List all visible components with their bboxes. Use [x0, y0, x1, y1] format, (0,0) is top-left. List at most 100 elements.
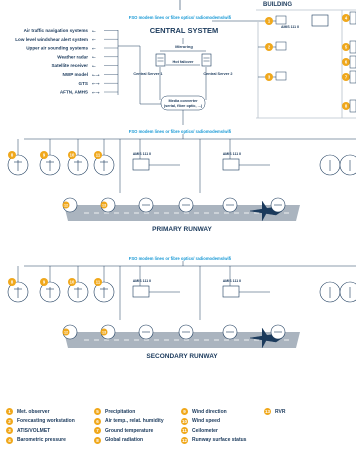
external-system-arrow: ← [92, 47, 96, 52]
legend-number-badge: 4 [6, 436, 13, 444]
legend-label: Forecasting workstation [17, 418, 75, 424]
legend-label: ATIS/VOLMET [17, 427, 51, 434]
legend-label: Ceilometer [192, 427, 218, 434]
legend-item: 6 Air temp., relat. humidity [94, 417, 164, 426]
instrument-badge-7: 7 [342, 73, 350, 81]
server-2-icon [201, 53, 212, 67]
runway-badge-13: 13 [100, 201, 108, 209]
svg-text:10: 10 [70, 153, 75, 158]
workstation-icon [275, 71, 287, 81]
legend-number-badge: 6 [94, 417, 101, 425]
fso-top-label: FSO modem lines or fibre optics/ radiomo… [129, 15, 231, 20]
external-system-label: GTS [79, 81, 88, 86]
legend-label: Wind speed [192, 418, 221, 424]
top-section: FSO modem lines or fibre optics/ radiomo… [15, 0, 356, 125]
external-system-arrow: ←→ [92, 91, 100, 96]
legend-number-badge: 9 [181, 408, 188, 415]
legend-label: Global radiation [105, 437, 144, 443]
legend-number-badge: 11 [181, 427, 188, 434]
legend-item: 2 Forecasting workstation [6, 417, 75, 426]
sensor-badge-10: 10 [68, 278, 76, 286]
legend-label: Runway surface status [192, 437, 247, 443]
legend-number-badge: 2 [6, 417, 13, 425]
building-badge-2: 2 [265, 43, 273, 51]
runway-badge-12: 12 [62, 328, 70, 336]
amis-unit-top: AMIS 111 II [281, 14, 329, 29]
central-system-title: CENTRAL SYSTEM [150, 26, 219, 35]
amis-unit-icon [132, 158, 150, 171]
legend-item: 12 Runway surface status [181, 436, 246, 445]
legend-item: 1 Met. observer [6, 407, 50, 416]
legend-number-badge: 5 [94, 408, 101, 415]
legend-label: RVR [275, 408, 286, 415]
svg-text:7: 7 [345, 75, 348, 80]
building-label: BUILDING [263, 2, 292, 8]
legend-number-badge: 10 [181, 417, 188, 425]
building-outline [256, 9, 356, 119]
legend-number-badge: 1 [6, 408, 13, 415]
external-system-label: Upper air sounding systems [26, 46, 88, 51]
sensor-circle [339, 154, 356, 176]
legend-number-badge: 3 [6, 427, 13, 434]
external-system-arrow: ← [92, 56, 96, 61]
runway-label: SECONDARY RUNWAY [146, 353, 218, 360]
external-system-arrow: ←→ [92, 82, 100, 87]
instrument-badge-4: 4 [342, 14, 350, 22]
amis-unit-icon [222, 285, 240, 298]
hot-failover-label: Hot failover [173, 60, 194, 64]
legend-number-badge: 12 [181, 436, 188, 444]
instrument-icon [349, 70, 356, 84]
external-system-arrow: ← [92, 29, 96, 34]
legend-number-badge: 7 [94, 427, 101, 434]
svg-text:4: 4 [345, 16, 348, 21]
legend-number-badge: 8 [94, 436, 101, 444]
instrument-badge-5: 5 [342, 43, 350, 51]
runway-surface [64, 332, 300, 348]
legend-label: Met. observer [17, 408, 50, 415]
converter-label-2: (serial, fibre optic, ...) [164, 104, 203, 108]
svg-text:11: 11 [96, 280, 101, 285]
legend-label: Air temp., relat. humidity [105, 418, 164, 424]
legend-item: 9 Wind direction [181, 407, 227, 416]
svg-text:5: 5 [345, 45, 348, 50]
legend-item: 3 ATIS/VOLMET [6, 426, 50, 435]
mirroring-label: Mirroring [175, 44, 193, 49]
amis-unit-icon [132, 285, 150, 298]
svg-text:1: 1 [268, 19, 271, 24]
svg-text:3: 3 [268, 75, 271, 80]
svg-text:10: 10 [70, 280, 75, 285]
sensor-circle [339, 281, 356, 303]
svg-text:8: 8 [11, 153, 14, 158]
amis-unit-icon [222, 158, 240, 171]
external-system-arrow: ←→ [92, 73, 100, 78]
sensor-badge-8: 8 [8, 151, 16, 159]
runway-badge-12: 12 [62, 201, 70, 209]
instrument-icon [349, 55, 356, 69]
fso-label: FSO modem lines or fibre optics/ radiomo… [129, 256, 231, 261]
external-systems-list: Air traffic navigation systems←Low level… [15, 28, 119, 96]
svg-text:12: 12 [64, 330, 68, 334]
svg-text:2: 2 [268, 45, 271, 50]
instrument-icon [349, 11, 356, 25]
external-system-label: Weather radar [57, 54, 88, 59]
server-group: Mirroring Hot failover Central Server 1 … [118, 38, 233, 125]
svg-text:13: 13 [102, 203, 106, 207]
sensor-badge-10: 10 [68, 151, 76, 159]
sensor-badge-9: 9 [40, 278, 48, 286]
external-system-arrow: ← [92, 38, 96, 43]
sensor-badge-11: 11 [94, 151, 102, 159]
runway-label: PRIMARY RUNWAY [152, 226, 212, 233]
converter-label-1: Media converter [168, 99, 198, 103]
sensor-badge-9: 9 [40, 151, 48, 159]
legend-item: 8 Global radiation [94, 436, 143, 445]
svg-text:9: 9 [43, 153, 46, 158]
amis-label: AMIS 111 II [223, 279, 242, 283]
svg-text:AMIS 111 II: AMIS 111 II [281, 25, 299, 29]
svg-text:9: 9 [43, 280, 46, 285]
legend-label: Wind direction [192, 408, 227, 415]
legend-item: 11 Ceilometer [181, 426, 218, 435]
